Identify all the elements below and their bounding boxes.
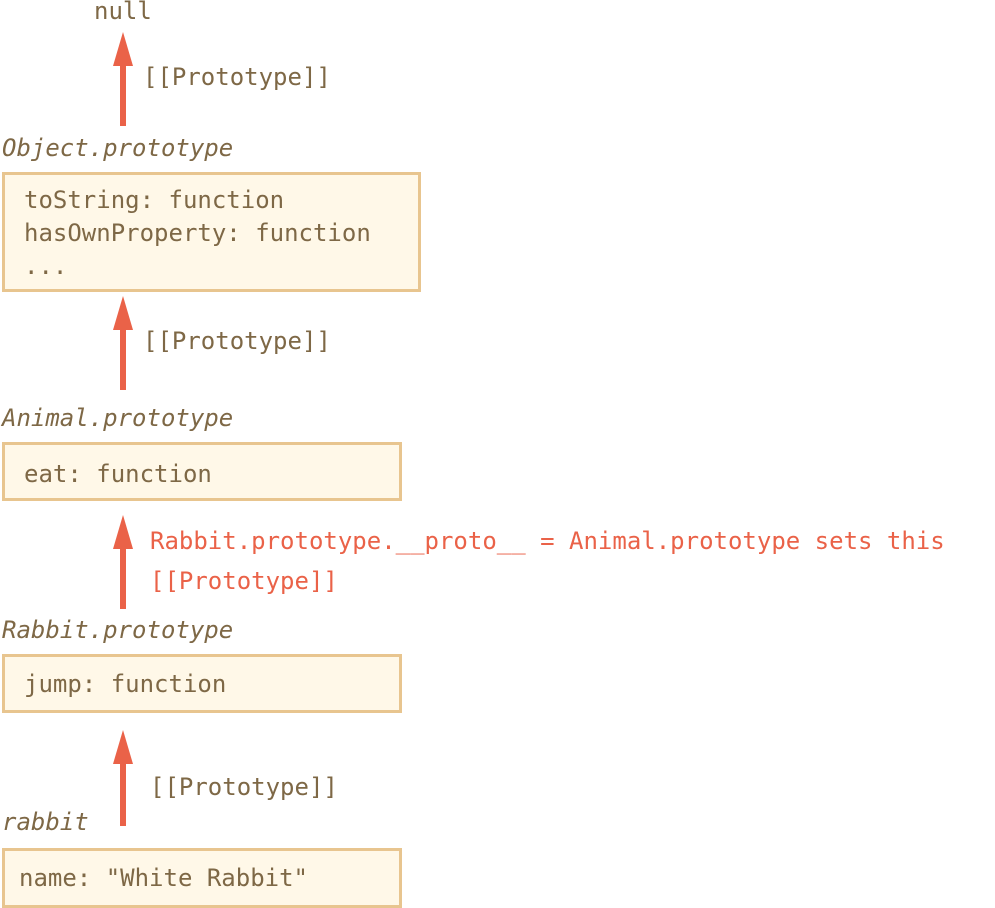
- annotation-line-2: [[Prototype]]: [150, 567, 338, 595]
- animal-prototype-box: eat: function: [2, 442, 402, 501]
- prototype-arrow-to-animal-prototype: [113, 515, 133, 609]
- rabbit-prototype-box: jump: function: [2, 654, 402, 713]
- rabbit-prototype-title: Rabbit.prototype: [2, 616, 234, 644]
- prototype-link-label-1: [[Prototype]]: [143, 63, 331, 91]
- object-prototype-line: toString: function: [24, 186, 285, 214]
- prototype-link-label-2: [[Prototype]]: [143, 327, 331, 355]
- object-prototype-line: hasOwnProperty: function: [24, 219, 371, 247]
- null-label: null: [94, 0, 152, 25]
- object-prototype-title: Object.prototype: [2, 134, 234, 162]
- prototype-arrow-to-null: [113, 32, 133, 126]
- rabbit-box: name: "White Rabbit": [2, 848, 402, 908]
- prototype-arrow-to-rabbit-prototype: [113, 730, 133, 826]
- prototype-arrow-to-object-prototype: [113, 296, 133, 390]
- rabbit-line: name: "White Rabbit": [19, 864, 308, 892]
- rabbit-title: rabbit: [2, 808, 89, 836]
- object-prototype-box: toString: function hasOwnProperty: funct…: [2, 172, 421, 292]
- rabbit-prototype-line: jump: function: [24, 670, 227, 698]
- object-prototype-line: ...: [24, 252, 68, 280]
- animal-prototype-line: eat: function: [24, 460, 212, 488]
- prototype-link-label-3: [[Prototype]]: [150, 773, 338, 801]
- animal-prototype-title: Animal.prototype: [2, 404, 234, 432]
- annotation-line-1: Rabbit.prototype.__proto__ = Animal.prot…: [150, 527, 945, 555]
